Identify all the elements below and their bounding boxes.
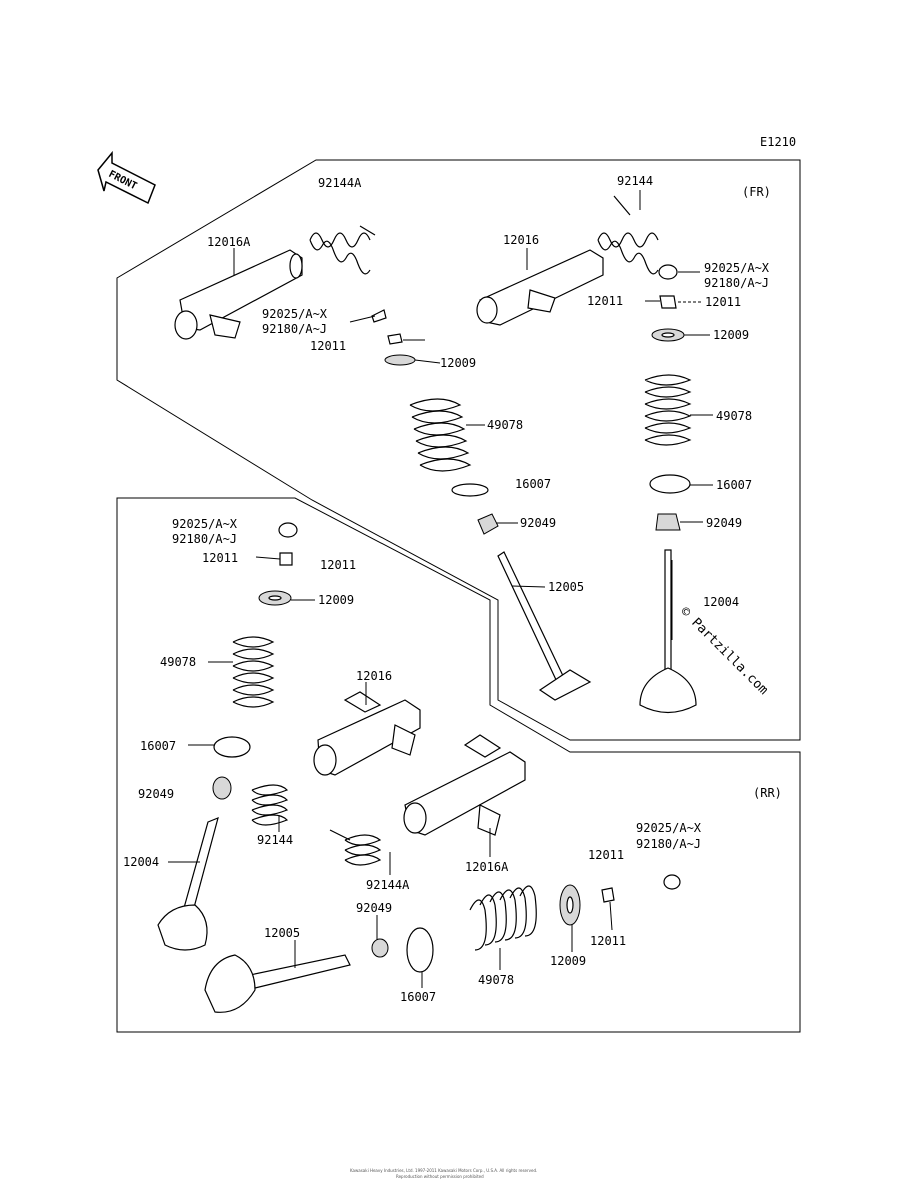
leader-lines: [168, 190, 713, 988]
seal-16007-rr-left: [213, 736, 251, 758]
spring-49078-rr-left: [232, 636, 275, 708]
seal-92049-rr-left: [212, 776, 232, 800]
spring-92144a-rr: [329, 829, 382, 866]
label-92144-rr: 92144: [257, 833, 293, 847]
spring-92144-fr: [597, 195, 659, 275]
label-12005-rr: 12005: [264, 926, 300, 940]
footer-line-2: Reproduction without permission prohibit…: [396, 1174, 484, 1179]
label-92049-fr-left: 92049: [520, 516, 556, 530]
cotter-92025-rr-left: [278, 522, 298, 538]
label-12016-fr: 12016: [503, 233, 539, 247]
cotter-12011-fr-left: [387, 333, 403, 345]
label-92025-rr-bottom: 92025/A~X: [636, 821, 702, 835]
watermark: © Partzilla.com: [677, 604, 771, 698]
label-12011-fr-right-a: 12011: [587, 294, 623, 308]
rr-section-outline: [116, 497, 801, 1033]
label-92180-rr-left: 92180/A~J: [172, 532, 237, 546]
label-16007-fr-right: 16007: [716, 478, 752, 492]
label-92180-rr-bottom: 92180/A~J: [636, 837, 701, 851]
label-12009-rr-left: 12009: [318, 593, 354, 607]
label-16007-rr-left: 16007: [140, 739, 176, 753]
rocker-arm-12016a-rr: [403, 734, 526, 836]
label-12011-rr-left-a: 12011: [202, 551, 238, 565]
rocker-arm-12016-fr: [476, 249, 604, 326]
label-12016a-rr: 12016A: [465, 860, 509, 874]
label-92144a-rr: 92144A: [366, 878, 410, 892]
label-92025-fr-left: 92025/A~X: [262, 307, 328, 321]
label-49078-rr-left: 49078: [160, 655, 196, 669]
seal-92049-fr-left: [477, 513, 499, 535]
fr-group-label: (FR): [742, 185, 771, 199]
cotter-12011-rr-left: [279, 552, 293, 566]
label-92180-fr-left: 92180/A~J: [262, 322, 327, 336]
label-12009-fr-right: 12009: [713, 328, 749, 342]
label-92180-fr-right: 92180/A~J: [704, 276, 769, 290]
label-49078-rr-bottom: 49078: [478, 973, 514, 987]
label-12005-fr: 12005: [548, 580, 584, 594]
retainer-12009-rr-bottom: [559, 884, 581, 926]
label-12011-rr-bottom-b: 12011: [590, 934, 626, 948]
label-12011-rr-left-b: 12011: [320, 558, 356, 572]
retainer-12009-rr-left: [258, 590, 292, 606]
spring-49078-fr-right: [644, 374, 692, 446]
cotter-92025-rr-bottom: [663, 874, 681, 890]
label-12016-rr: 12016: [356, 669, 392, 683]
valve-12004-fr: [639, 549, 697, 714]
label-92049-rr-left: 92049: [138, 787, 174, 801]
label-12009-rr-bottom: 12009: [550, 954, 586, 968]
label-49078-fr-right: 49078: [716, 409, 752, 423]
part-labels: 92144A 12016A 92025/A~X 92180/A~J 12011 …: [123, 174, 770, 1004]
cotter-12011-rr-bottom: [601, 887, 615, 903]
cotter-92025-fr-right: [658, 264, 678, 280]
label-92049-fr-right: 92049: [706, 516, 742, 530]
label-16007-rr-bottom: 16007: [400, 990, 436, 1004]
valve-12005-rr: [204, 954, 351, 1013]
label-92144a-fr: 92144A: [318, 176, 362, 190]
footer-line-1: Kawasaki Heavy Industries, Ltd. 1997-201…: [350, 1168, 537, 1173]
label-12011-fr-right-b: 12011: [705, 295, 741, 309]
retainer-12009-fr-left: [384, 354, 416, 366]
valve-12005-fr: [497, 551, 592, 701]
cotter-92025-fr-left: [371, 309, 387, 323]
retainer-12009-fr-right: [651, 328, 685, 342]
diagram-code: E1210: [760, 135, 796, 149]
label-92144-fr: 92144: [617, 174, 653, 188]
front-arrow-icon: FRONT: [97, 150, 156, 205]
seal-16007-rr-bottom: [406, 927, 434, 973]
spring-92144-rr: [251, 784, 289, 826]
seal-92049-rr-bottom: [371, 938, 389, 958]
cotter-12011-fr-right: [659, 295, 677, 309]
label-16007-fr-left: 16007: [515, 477, 551, 491]
label-92025-rr-left: 92025/A~X: [172, 517, 238, 531]
seal-92049-fr-right: [655, 513, 681, 531]
seal-16007-fr-right: [649, 474, 691, 494]
valve-12004-rr: [157, 816, 219, 951]
label-12011-fr-left: 12011: [310, 339, 346, 353]
rr-group-label: (RR): [753, 786, 782, 800]
label-49078-fr-left: 49078: [487, 418, 523, 432]
spring-49078-fr-left: [409, 398, 472, 472]
rocker-arm-12016a-fr: [174, 249, 303, 340]
label-12009-fr-left: 12009: [440, 356, 476, 370]
label-12004-fr: 12004: [703, 595, 739, 609]
label-92025-fr-right: 92025/A~X: [704, 261, 770, 275]
spring-92144a-fr: [309, 225, 376, 275]
label-92049-rr-bottom: 92049: [356, 901, 392, 915]
fr-section-outline: [116, 159, 801, 741]
label-12011-rr-bottom-a: 12011: [588, 848, 624, 862]
spring-49078-rr-bottom: [469, 885, 537, 951]
label-12016a-fr: 12016A: [207, 235, 251, 249]
rocker-arm-12016-rr: [313, 691, 421, 776]
seal-16007-fr-left: [451, 483, 489, 497]
label-12004-rr: 12004: [123, 855, 159, 869]
